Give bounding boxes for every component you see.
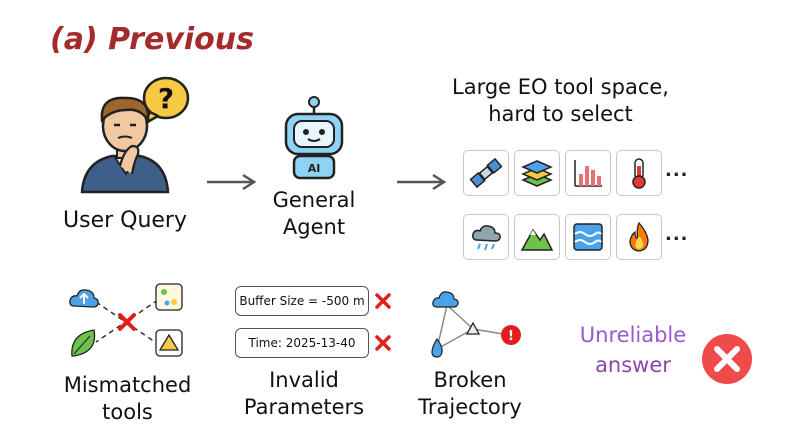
water-drop-icon bbox=[431, 337, 443, 358]
toolspace-line2: hard to select bbox=[488, 102, 633, 126]
section-title: (a) Previous bbox=[50, 22, 254, 57]
rain-cloud-icon bbox=[472, 225, 501, 251]
error-circle-icon bbox=[702, 334, 752, 384]
toolspace-line1: Large EO tool space, bbox=[452, 75, 669, 99]
invalid-line1: Invalid bbox=[269, 368, 339, 392]
user-query-label: User Query bbox=[63, 208, 187, 233]
tool-tile-water bbox=[565, 214, 611, 260]
broken-trajectory-label: Broken Trajectory bbox=[405, 367, 535, 421]
unreliable-line2: answer bbox=[595, 353, 671, 377]
satellite-icon bbox=[469, 157, 503, 189]
mismatched-line2: tools bbox=[102, 400, 153, 424]
layers-icon bbox=[521, 160, 553, 187]
fire-icon bbox=[629, 221, 649, 252]
leaf-icon bbox=[71, 329, 96, 357]
question-mark: ? bbox=[158, 82, 174, 115]
broken-trajectory-diagram: ! bbox=[431, 291, 521, 358]
arrow-icon bbox=[397, 173, 447, 191]
tool-tile-chart bbox=[565, 150, 611, 196]
triangle-icon bbox=[465, 321, 481, 335]
tool-tile-mountain bbox=[514, 214, 560, 260]
speech-bubble-icon bbox=[142, 76, 190, 126]
invalid-line2: Parameters bbox=[243, 395, 365, 419]
invalid-parameters-label: Invalid Parameters bbox=[228, 367, 380, 421]
bar-chart-icon bbox=[574, 160, 602, 187]
general-agent-label: General Agent bbox=[255, 187, 373, 241]
mismatched-line1: Mismatched bbox=[63, 373, 192, 397]
param-box-time: Time: 2025-13-40 bbox=[235, 328, 369, 358]
more-tools-ellipsis: ... bbox=[665, 160, 689, 181]
general-agent-line2: Agent bbox=[282, 215, 346, 239]
broken-line1: Broken bbox=[433, 368, 507, 392]
cloud-upload-icon bbox=[69, 289, 99, 308]
mismatched-tools-diagram bbox=[69, 283, 183, 357]
user-figure: ? bbox=[80, 76, 190, 194]
more-tools-ellipsis: ... bbox=[665, 224, 689, 245]
cloud-icon bbox=[432, 291, 459, 308]
tool-tile-layers bbox=[514, 150, 560, 196]
error-cross-icon bbox=[375, 293, 391, 309]
alert-icon bbox=[501, 325, 521, 345]
error-cross-icon bbox=[118, 313, 136, 331]
error-cross-icon bbox=[375, 335, 391, 351]
arrow-icon bbox=[207, 173, 257, 191]
map-tool-icon bbox=[155, 283, 183, 311]
alert-mark: ! bbox=[508, 329, 514, 344]
water-icon bbox=[573, 223, 603, 251]
tool-tile-rain bbox=[463, 214, 509, 260]
tool-tile-fire bbox=[616, 214, 662, 260]
unreliable-answer-label: Unreliable answer bbox=[568, 320, 698, 380]
unreliable-line1: Unreliable bbox=[579, 323, 687, 347]
general-agent-line1: General bbox=[272, 188, 356, 212]
param-box-buffer: Buffer Size = -500 m bbox=[235, 286, 369, 316]
tool-tile-satellite bbox=[463, 150, 509, 196]
mismatched-tools-label: Mismatched tools bbox=[45, 372, 210, 426]
toolspace-caption: Large EO tool space, hard to select bbox=[428, 74, 693, 128]
triangle-tool-icon bbox=[155, 329, 183, 357]
broken-line2: Trajectory bbox=[418, 395, 522, 419]
ai-badge: AI bbox=[308, 162, 321, 175]
robot-agent-icon: AI bbox=[284, 96, 344, 180]
tool-tile-thermometer bbox=[616, 150, 662, 196]
mountain-icon bbox=[520, 228, 554, 251]
thermometer-icon bbox=[632, 158, 646, 189]
